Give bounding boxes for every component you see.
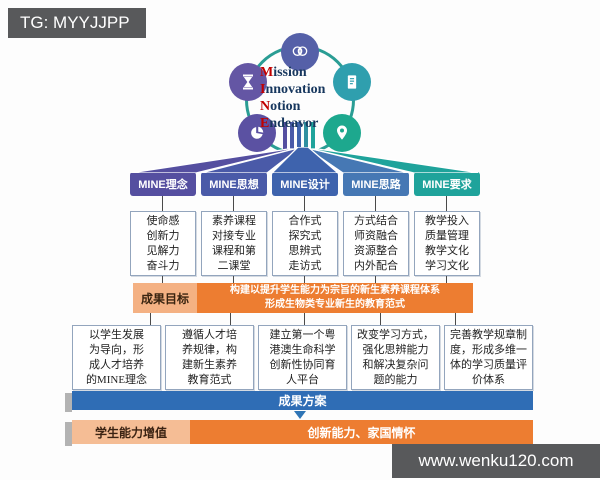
word-innovation: Innovation: [260, 82, 326, 97]
outcome-box: 遵循人才培 养规律，构 建新生素养 教育范式: [165, 325, 254, 390]
pillar-items-box: 方式结合 师资融合 资源整合 内外配合: [343, 211, 409, 276]
down-arrow-icon: [294, 411, 306, 419]
bar-shadow: [65, 393, 72, 412]
word-endeavor: Endeavor: [260, 116, 319, 131]
pillar-header-mine-linian: MINE理念: [130, 172, 196, 196]
pillar-items-box: 使命感 创新力 见解力 奋斗力: [130, 211, 196, 276]
connector-line: [375, 276, 376, 283]
watermark-top-left: TG: MYYJJPP: [8, 8, 146, 38]
pillar-items-box: 教学投入 质量管理 教学文化 学习文化: [414, 211, 480, 276]
brush-stroke: [311, 122, 315, 152]
connector-line: [233, 196, 234, 211]
outcome-box: 建立第一个粤 港澳生命科学 创新性协同育 人平台: [258, 325, 347, 390]
document-icon: [333, 63, 371, 101]
connector-line: [375, 196, 376, 211]
word-notion: Notion: [260, 99, 301, 114]
connector-line: [304, 276, 305, 283]
pillar-items-box: 素养课程 对接专业 课程和第 二课堂: [201, 211, 267, 276]
location-pin-icon: [323, 114, 361, 152]
goal-bar-label: 成果目标: [133, 283, 197, 313]
brush-stroke: [290, 122, 294, 152]
brain-icon: [281, 33, 319, 71]
connector-line: [162, 196, 163, 211]
goal-bar-text: 构建以提升学生能力为宗旨的新生素养课程体系 形成生物类专业新生的教育范式: [197, 283, 473, 313]
value-bar-text: 创新能力、家国情怀: [190, 420, 533, 444]
hourglass-icon: [229, 63, 267, 101]
pillar-header-mine-sixiang: MINE思想: [201, 172, 267, 196]
pillar-header-mine-sheji: MINE设计: [272, 172, 338, 196]
outcome-box: 改变学习方式， 强化思辨能力 和解决复杂问 题的能力: [351, 325, 440, 390]
outcome-box: 以学生发展 为导向，形 成人才培养 的MINE理念: [72, 325, 161, 390]
connector-line: [230, 313, 231, 325]
outcome-box: 完善教学规章制 度，形成多维一 体的学习质量评 价体系: [444, 325, 533, 390]
watermark-bottom-right: www.wenku120.com: [392, 444, 600, 478]
mine-acronym-text: Mission Innovation Notion Endeavor: [260, 64, 344, 132]
plan-bar: 成果方案: [72, 391, 533, 410]
brush-stroke: [304, 122, 308, 152]
word-mission: Mission: [260, 65, 307, 80]
connector-line: [304, 313, 305, 325]
connector-line: [455, 313, 456, 325]
pillar-header-mine-yaoqiu: MINE要求: [414, 172, 480, 196]
connector-line: [162, 276, 163, 283]
bar-shadow: [65, 422, 72, 446]
value-bar-label: 学生能力增值: [72, 420, 190, 444]
connector-line: [446, 276, 447, 283]
funnel-connectors: [129, 147, 478, 173]
brush-stroke: [283, 122, 287, 152]
connector-line: [233, 276, 234, 283]
connector-line: [150, 313, 151, 325]
pillar-items-box: 合作式 探究式 思辨式 走访式: [272, 211, 338, 276]
brush-stroke: [297, 122, 301, 152]
connector-line: [380, 313, 381, 325]
pillar-header-mine-silu: MINE思路: [343, 172, 409, 196]
connector-line: [446, 196, 447, 211]
connector-line: [304, 196, 305, 211]
pie-chart-icon: [238, 114, 276, 152]
